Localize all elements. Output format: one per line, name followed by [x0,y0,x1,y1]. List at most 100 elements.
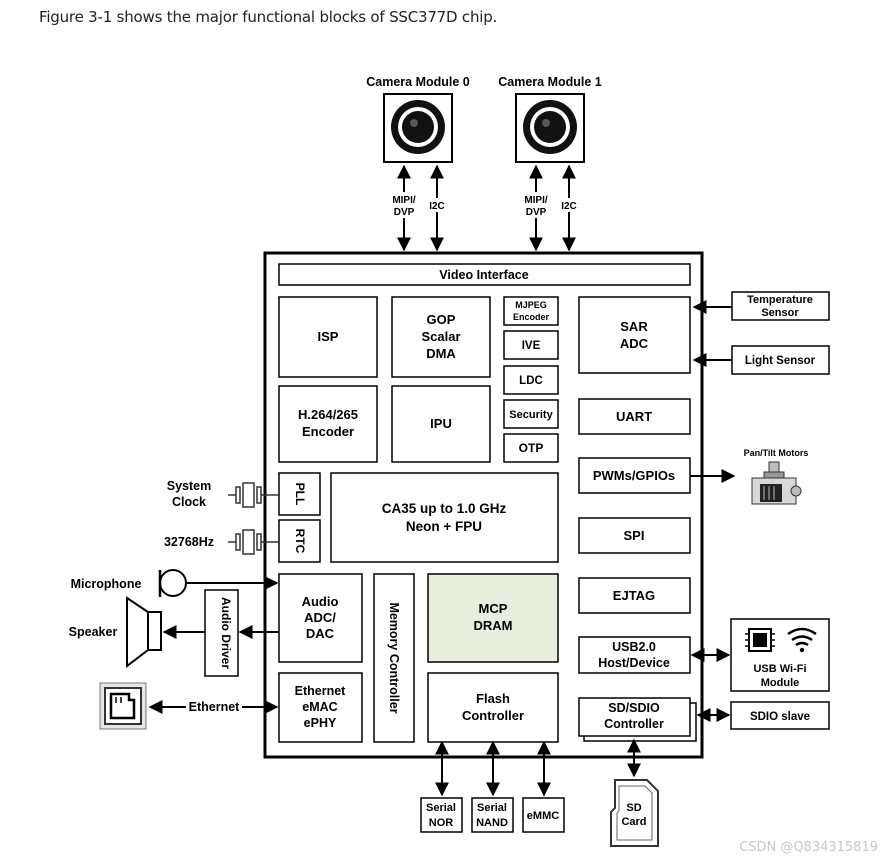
mipi-label-0a: MIPI/ [392,195,416,206]
microphone-icon [158,569,187,597]
usb-wifi-label-2: Module [761,677,800,689]
i2c-label-0: I2C [429,201,445,212]
i2c-label-1: I2C [561,201,577,212]
mipi-label-0b: DVP [394,207,415,218]
audio-adc-dac-block [278,573,363,663]
temp-sensor-label-1: Temperature [747,294,813,306]
eth-label-3: ePHY [304,716,337,730]
camera-1-label: Camera Module 1 [498,75,602,89]
serial-nor-label-2: NOR [429,817,454,829]
serial-nand-label-1: Serial [477,802,507,814]
chip-icon [745,628,775,652]
pwm-label: PWMs/GPIOs [593,468,675,483]
spi-block [578,517,691,554]
pan-tilt-label: Pan/Tilt Motors [744,448,809,458]
sd-card-label-2: Card [621,816,646,828]
watermark: CSDN @Q834315819 [739,840,878,855]
mjpeg-label-1: MJPEG [515,300,547,310]
ive-block [503,330,559,360]
audio-driver-label: Audio Driver [219,597,233,669]
security-label: Security [509,409,553,421]
cpu-label-2: Neon + FPU [406,519,482,534]
camera-bus-labels: MIPI/ DVP I2C MIPI/ DVP I2C [388,192,579,218]
flash-controller-block [427,672,559,743]
light-sensor-label: Light Sensor [745,355,816,367]
emmc-label: eMMC [527,810,559,822]
eth-label-2: eMAC [302,700,337,714]
serial-nand-label-2: NAND [476,817,508,829]
pll-block [278,472,321,516]
mcp-dram-block [427,573,559,663]
audio-label-3: DAC [306,626,335,641]
ejtag-block [578,577,691,614]
eth-label-1: Ethernet [295,684,347,698]
sar-adc-block [578,296,691,374]
sdio-slave-label: SDIO slave [750,711,810,723]
memory-controller-label: Memory Controller [387,602,401,713]
sar-label-1: SAR [620,319,648,334]
mipi-label-1b: DVP [526,207,547,218]
usb-wifi-label-1: USB Wi-Fi [753,663,806,675]
memory-controller-block [373,573,415,743]
ethernet-label: Ethernet [189,700,241,714]
mipi-label-1a: MIPI/ [524,195,548,206]
h264-label-2: Encoder [302,424,354,439]
xtal-label: 32768Hz [164,535,214,549]
usb-label-2: Host/Device [598,656,670,670]
crystal-icon-rtc [228,529,279,555]
otp-block [503,433,559,463]
sd-card-label-1: SD [626,802,641,814]
system-clock-label-2: Clock [172,495,206,509]
gop-label-3: DMA [426,346,456,361]
security-block [503,399,559,429]
h264-encoder-block [278,385,378,463]
crystal-icon-system-clock [228,482,279,508]
cpu-label-1: CA35 up to 1.0 GHz [382,501,507,516]
microphone-label: Microphone [71,577,142,591]
camera-0-icon [383,93,453,163]
ejtag-label: EJTAG [613,588,655,603]
speaker-label: Speaker [69,625,118,639]
isp-block [278,296,378,378]
uart-label: UART [616,409,652,424]
sdio-slave-box [730,701,830,730]
flash-label-1: Flash [476,691,510,706]
audio-driver-box [204,589,239,677]
ethernet-label-bg [186,699,242,714]
gop-scalar-dma-block [391,296,491,378]
audio-label-2: ADC/ [304,610,336,625]
ipu-block [391,385,491,463]
rtc-label: RTC [293,529,307,554]
flash-label-2: Controller [462,708,524,723]
isp-label: ISP [318,329,339,344]
usb-host-device-block [578,636,691,674]
ldc-label: LDC [519,375,543,387]
sar-label-2: ADC [620,336,649,351]
mjpeg-encoder-block [503,296,559,326]
wifi-icon [787,627,817,653]
spi-label: SPI [624,528,645,543]
sdio-controller-block [578,697,697,742]
otp-label: OTP [519,441,544,455]
video-interface-label: Video Interface [439,268,528,282]
uart-block [578,398,691,435]
camera-0-label: Camera Module 0 [366,75,470,89]
system-clock-label-1: System [167,479,211,493]
emmc-box [522,797,565,833]
usb-label-1: USB2.0 [612,640,656,654]
mcp-label-2: DRAM [474,618,513,633]
camera-1-icon [515,93,585,163]
mjpeg-label-2: Encoder [513,312,550,322]
gop-label-1: GOP [427,312,456,327]
intro-text: Figure 3-1 shows the major functional bl… [39,8,498,26]
mcp-label-1: MCP [479,601,508,616]
ive-label: IVE [522,340,541,352]
video-interface-block [278,263,691,286]
ldc-block [503,365,559,395]
rj45-port-icon [99,682,147,730]
ethernet-emac-block [278,672,363,743]
gop-label-2: Scalar [421,329,460,344]
serial-nand-box [471,797,514,833]
sdio-label-1: SD/SDIO [608,701,660,715]
